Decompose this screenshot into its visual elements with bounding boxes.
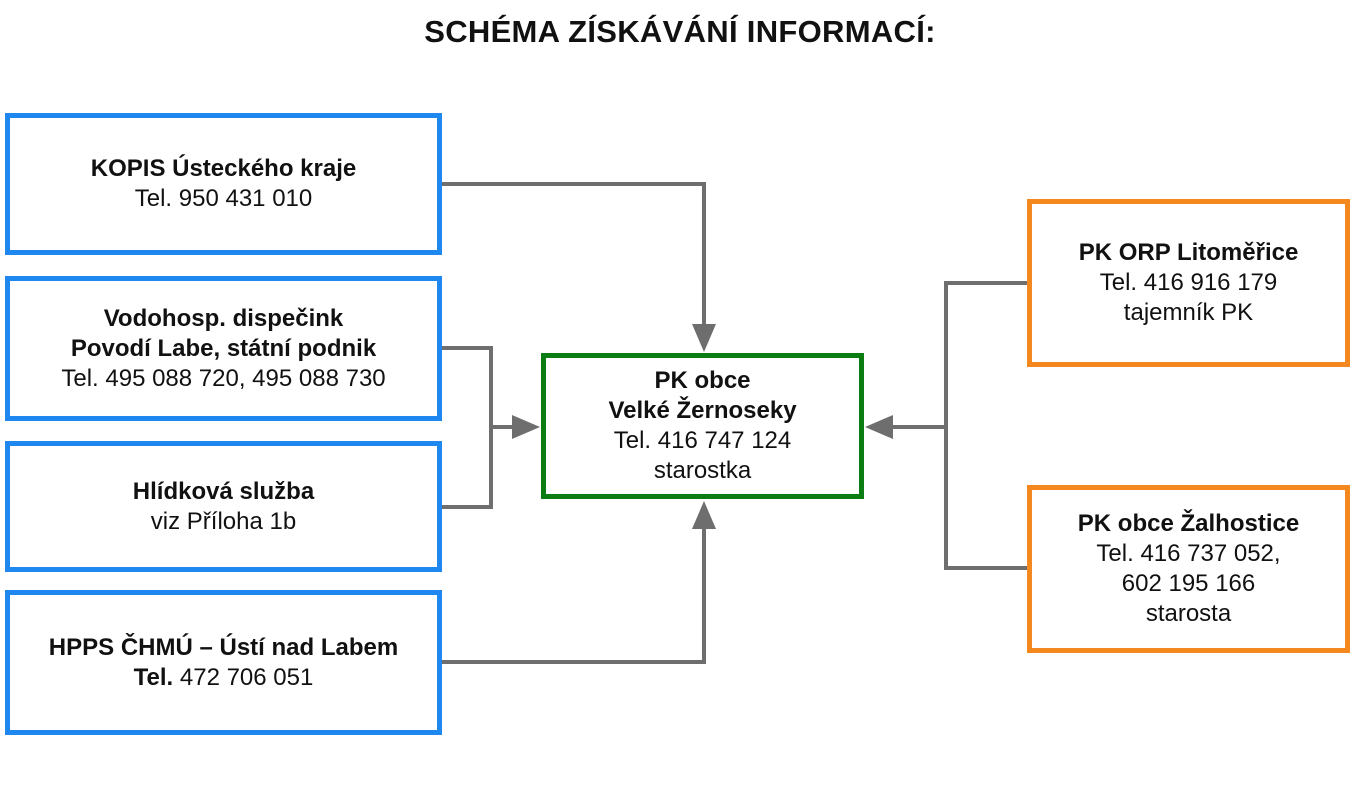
node-hlidka-title: Hlídková služba (132, 477, 315, 505)
node-hpps-phone: Tel. 472 706 051 (134, 663, 314, 693)
node-orp-role: tajemník PK (1123, 299, 1254, 326)
node-center-title-2: Velké Žernoseky (608, 397, 797, 424)
node-hlidka-note: viz Příloha 1b (150, 507, 297, 535)
node-zalh-title: PK obce Žalhostice (1077, 510, 1300, 537)
arrowhead-left (512, 415, 540, 439)
page-title: SCHÉMA ZÍSKÁVÁNÍ INFORMACÍ: (424, 14, 936, 49)
node-pk-obce-velke-zernoseky: PK obce Velké Žernoseky Tel. 416 747 124… (541, 353, 864, 499)
node-vodohosp-dispecink: Vodohosp. dispečink Povodí Labe, státní … (5, 276, 442, 421)
node-zalh-phone-1: Tel. 416 737 052, (1096, 540, 1281, 567)
arrowhead-bottom (692, 501, 716, 529)
node-hpps-chmu: HPPS ČHMÚ – Ústí nad Labem Tel. 472 706 … (5, 590, 442, 735)
node-vodo-title-1: Vodohosp. dispečink (103, 304, 344, 332)
node-hlidkova-sluzba: Hlídková služba viz Příloha 1b (5, 441, 442, 572)
connector-hpps-to-center (442, 524, 706, 664)
node-kopis-title: KOPIS Ústeckého kraje (90, 155, 357, 182)
node-hpps-tel-label: Tel. (133, 663, 174, 691)
node-vodo-phone: Tel. 495 088 720, 495 088 730 (61, 364, 386, 392)
connector-kopis-to-center (442, 182, 706, 329)
node-center-title-1: PK obce (654, 367, 751, 394)
node-kopis: KOPIS Ústeckého kraje Tel. 950 431 010 (5, 113, 442, 255)
node-hpps-title: HPPS ČHMÚ – Ústí nad Labem (48, 633, 399, 661)
node-pk-obce-zalhostice: PK obce Žalhostice Tel. 416 737 052, 602… (1027, 485, 1350, 653)
node-orp-phone: Tel. 416 916 179 (1099, 269, 1278, 296)
node-vodo-title-2: Povodí Labe, státní podnik (70, 334, 377, 362)
node-pk-orp-litomerice: PK ORP Litoměřice Tel. 416 916 179 tajem… (1027, 199, 1350, 367)
node-zalh-phone-2: 602 195 166 (1121, 570, 1256, 597)
node-center-role: starostka (653, 457, 752, 484)
connector-right-bracket (944, 281, 1027, 570)
node-kopis-phone: Tel. 950 431 010 (134, 185, 313, 212)
node-hpps-tel-number: 472 706 051 (179, 663, 314, 691)
node-center-phone: Tel. 416 747 124 (613, 427, 792, 454)
arrowhead-top (692, 324, 716, 352)
arrowhead-right (865, 415, 893, 439)
node-zalh-role: starosta (1145, 600, 1232, 627)
connector-vodo (442, 346, 493, 509)
node-orp-title: PK ORP Litoměřice (1078, 239, 1299, 266)
